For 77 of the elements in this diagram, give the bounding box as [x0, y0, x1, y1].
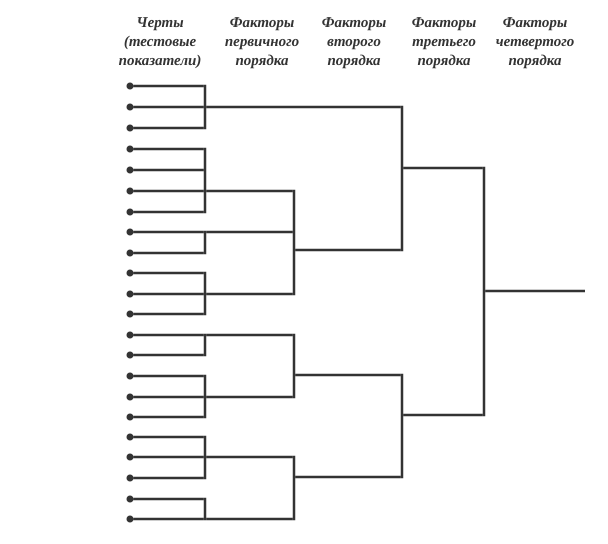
connector-line — [134, 476, 204, 480]
connector-line — [403, 414, 483, 416]
column-heading: Черты (тестовые показатели) — [118, 14, 202, 71]
connector-line — [134, 84, 204, 88]
connector-line — [134, 334, 204, 336]
connector-line — [134, 518, 204, 520]
trait-dot — [126, 208, 134, 216]
column-heading: Факторы третьего порядка — [410, 14, 478, 71]
connector-line — [206, 230, 293, 234]
trait-dot — [126, 290, 134, 298]
bracket-line — [204, 334, 206, 356]
trait-dot — [126, 124, 134, 132]
trait-dot — [126, 270, 134, 276]
connector-line — [134, 252, 204, 254]
trait-dot — [126, 228, 134, 236]
trait-dot — [126, 146, 134, 152]
connector-line — [134, 416, 204, 418]
trait-dot — [126, 310, 134, 318]
bracket-line — [482, 166, 486, 416]
trait-dot — [126, 82, 134, 90]
connector-line — [485, 290, 585, 292]
connector-line — [206, 292, 293, 296]
connector-line — [134, 210, 204, 214]
bracket-line — [204, 272, 206, 316]
connector-line — [134, 190, 204, 192]
connector-line — [206, 396, 293, 398]
connector-line — [206, 190, 293, 192]
bracket-line — [204, 230, 206, 254]
bracket-line — [204, 84, 206, 130]
connector-line — [134, 148, 204, 150]
bracket-line — [204, 148, 206, 214]
trait-dot — [126, 352, 134, 358]
column-heading: Факторы четвертого порядка — [494, 14, 576, 71]
connector-line — [134, 292, 204, 296]
connector-line — [295, 476, 401, 478]
trait-dot — [126, 104, 134, 110]
connector-line — [206, 456, 293, 458]
bracket-line — [204, 498, 206, 520]
bracket-line — [292, 456, 296, 520]
trait-dot — [126, 250, 134, 256]
trait-dot — [126, 414, 134, 420]
connector-line — [134, 396, 204, 398]
connector-line — [134, 312, 204, 316]
bracket-line — [400, 106, 404, 252]
connector-line — [134, 126, 204, 130]
connector-line — [134, 272, 204, 274]
trait-dot — [126, 188, 134, 194]
connector-line — [134, 354, 204, 356]
bracket-line — [292, 190, 296, 296]
trait-dot — [126, 474, 134, 482]
connector-line — [134, 230, 204, 234]
bracket-line — [292, 334, 296, 398]
connector-line — [206, 518, 293, 520]
connector-line — [134, 106, 204, 108]
connector-line — [206, 106, 401, 108]
connector-line — [134, 456, 204, 458]
connector-line — [134, 498, 204, 500]
trait-dot — [126, 166, 134, 174]
connector-line — [206, 334, 293, 336]
connector-line — [134, 436, 204, 438]
connector-line — [134, 168, 204, 172]
trait-dot — [126, 434, 134, 440]
trait-dot — [126, 516, 134, 522]
column-heading: Факторы первичного порядка — [224, 14, 300, 71]
bracket-line — [400, 374, 404, 478]
bracket-line — [204, 374, 206, 418]
bracket-line — [204, 436, 206, 480]
trait-dot — [126, 372, 134, 380]
trait-dot — [126, 332, 134, 338]
connector-line — [295, 374, 401, 376]
column-heading: Факторы второго порядка — [320, 14, 388, 71]
trait-dot — [126, 496, 134, 502]
connector-line — [295, 248, 401, 252]
connector-line — [403, 166, 483, 170]
trait-dot — [126, 394, 134, 400]
trait-dot — [126, 454, 134, 460]
connector-line — [134, 374, 204, 378]
